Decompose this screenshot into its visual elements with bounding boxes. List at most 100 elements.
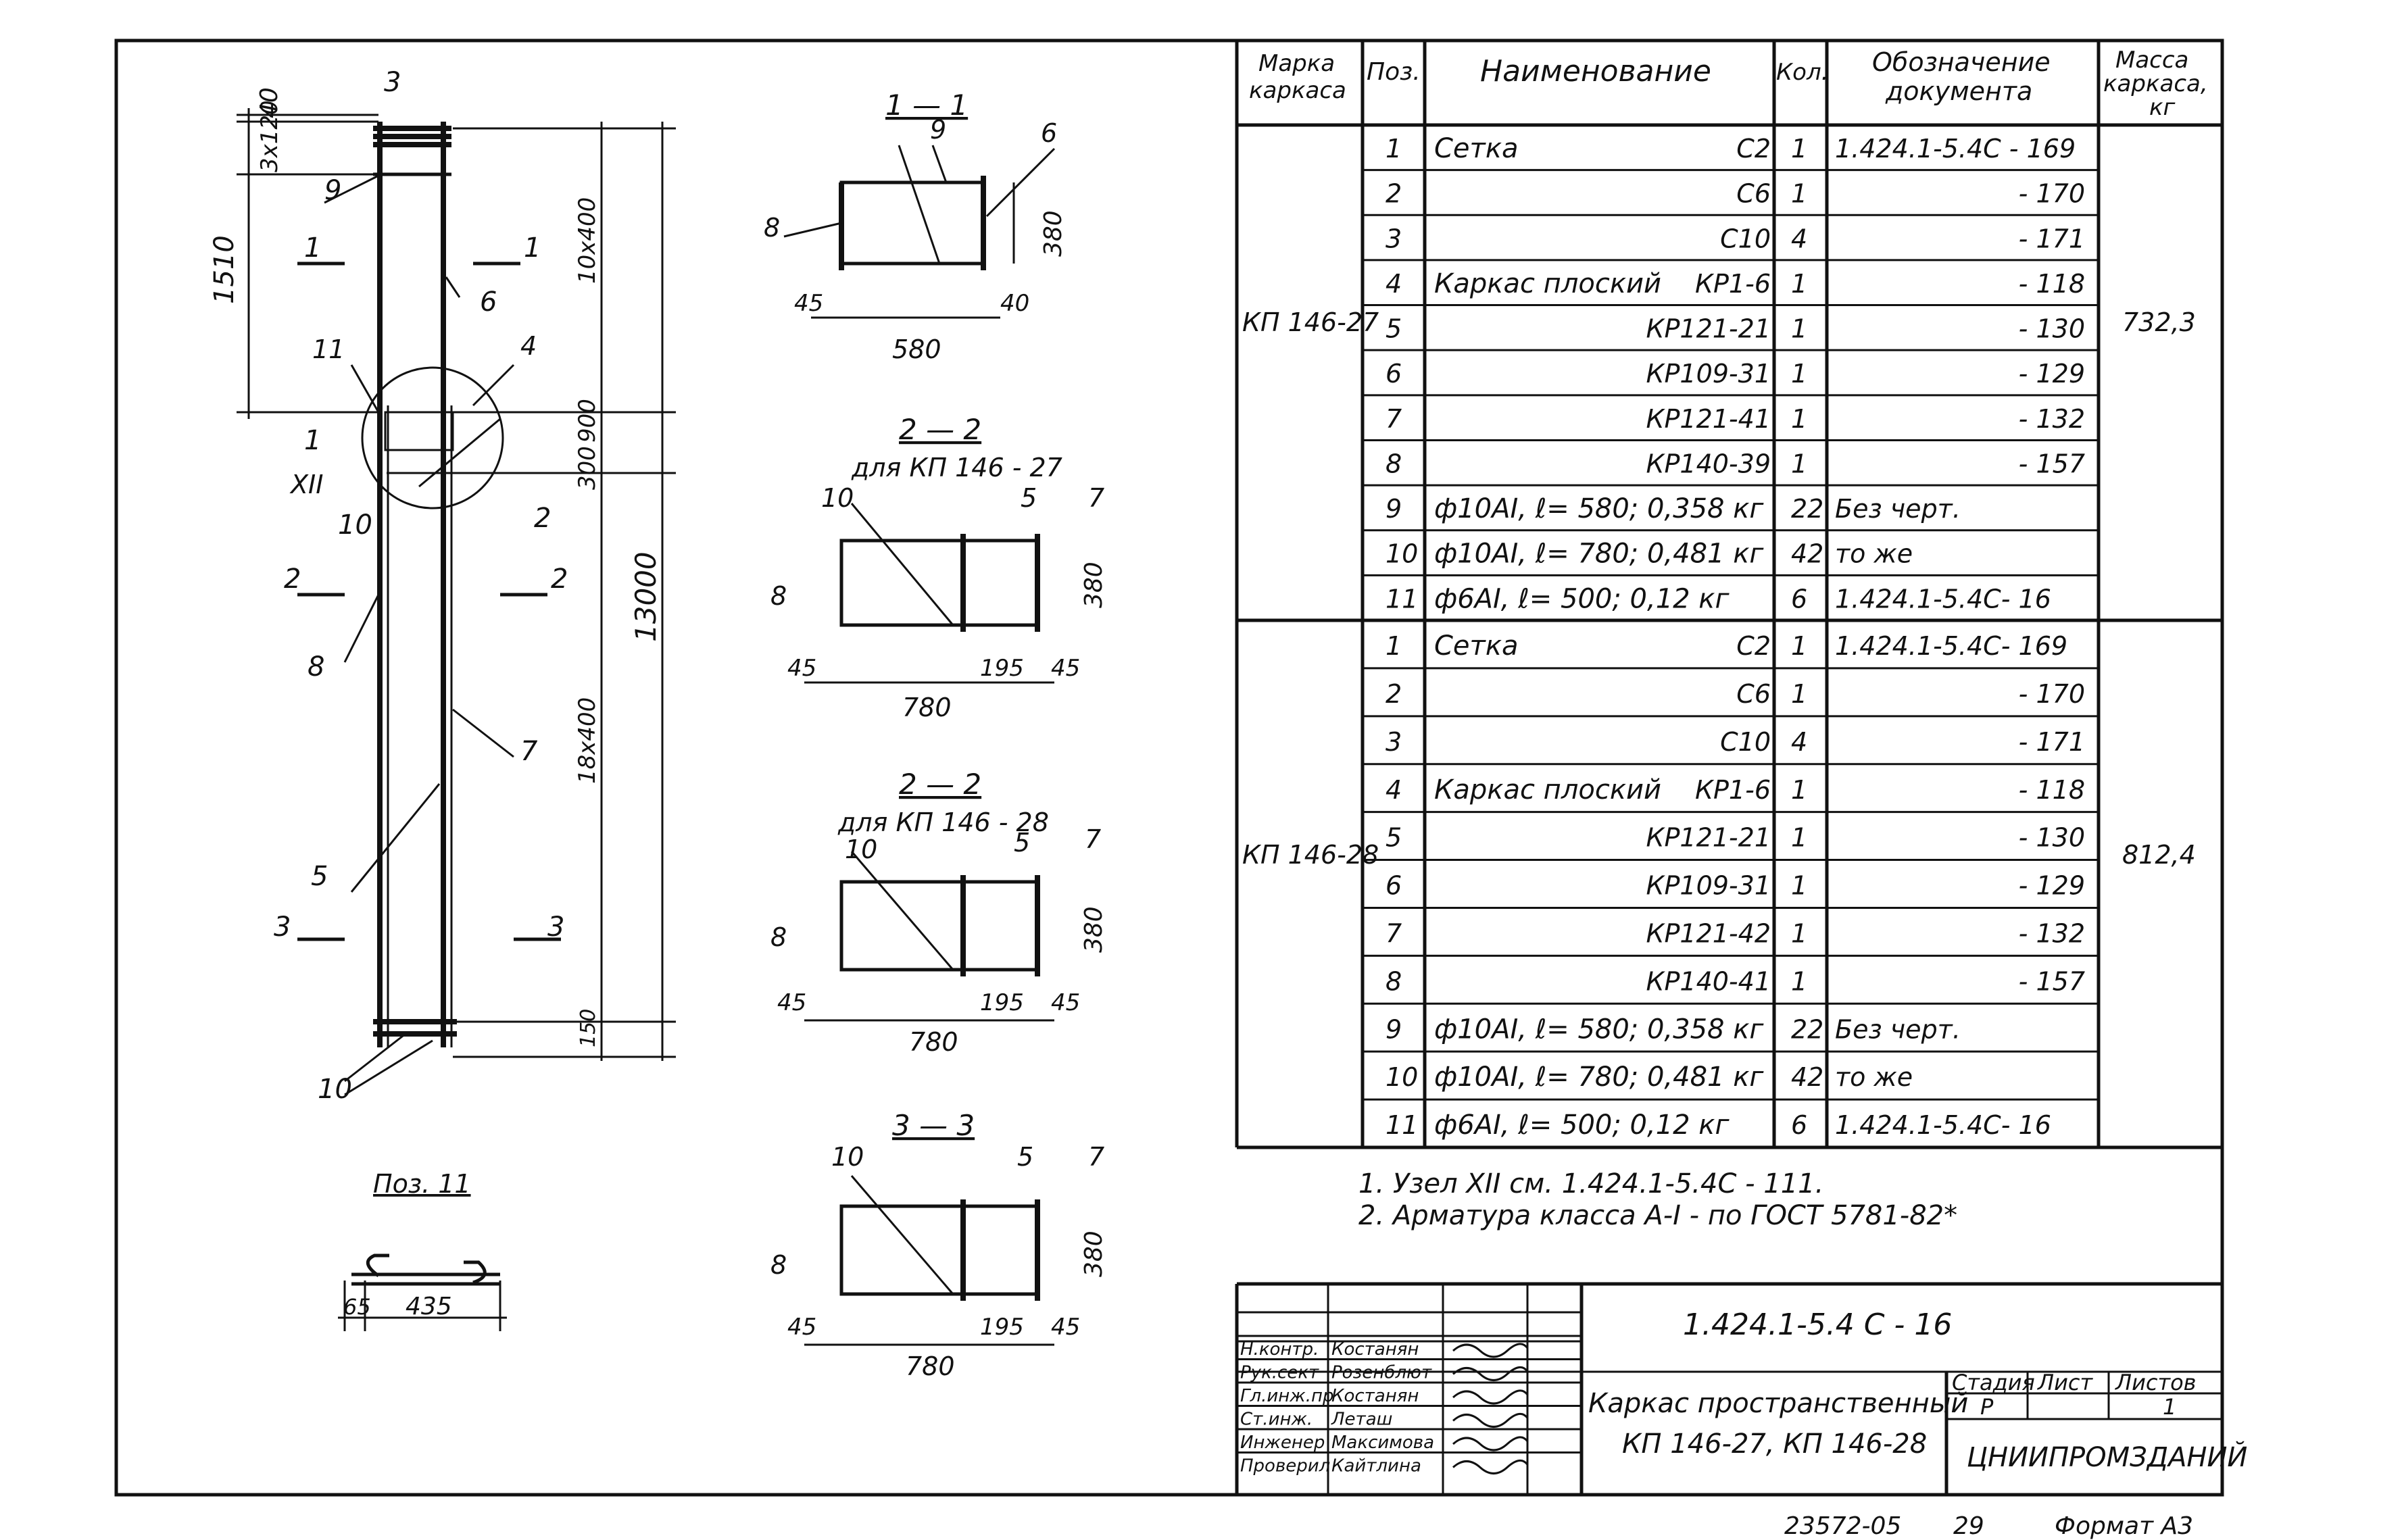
pos-label-9: 9 [324, 175, 341, 206]
header-pos: Поз. [1367, 58, 1421, 86]
sec1-dim-45: 45 [794, 290, 823, 317]
signature-icon [1452, 1366, 1529, 1381]
spec-cell-doc: - 157 [2019, 966, 2085, 996]
spec-cell-doc: - 118 [2019, 775, 2085, 805]
spec-cell-code: КР121-41 [1646, 404, 1771, 434]
spec-cell-qty: 4 [1791, 727, 1807, 757]
spec-cell-pos: 1 [1386, 134, 1402, 164]
spec-cell-qty: 42 [1791, 1062, 1823, 1092]
spec-cell-qty: 4 [1791, 224, 1807, 253]
spec-cell-pos: 8 [1386, 966, 1402, 996]
spec-cell-qty: 1 [1791, 359, 1807, 389]
spec-cell-name: Сетка [1434, 133, 1519, 164]
pos11-detail: Поз. 11 65 435 [338, 1169, 507, 1331]
header-doc-1: Обозначение [1872, 47, 2051, 77]
section-title: 1 — 1 [885, 89, 968, 122]
spec-cell-pos: 7 [1386, 919, 1402, 949]
spec-cell-doc: - 132 [2019, 919, 2085, 949]
spec-cell-code: КР121-21 [1646, 314, 1771, 344]
pos-label-8: 8 [308, 651, 324, 682]
header-name: Наименование [1480, 54, 1711, 89]
section-mark-3-left: 3 [274, 912, 291, 943]
role-person: Костанян [1331, 1386, 1419, 1406]
spec-cell-name: ф10AI, ℓ= 780; 0,481 кг [1434, 539, 1764, 570]
spec-cell-doc: - 129 [2019, 359, 2085, 389]
spec-cell-qty: 6 [1791, 584, 1807, 614]
spec-cell-pos: 10 [1386, 539, 1418, 569]
sec2a-dim-45r: 45 [1051, 655, 1080, 682]
footer-format: Формат А3 [2055, 1512, 2193, 1540]
spec-cell-code: КР121-42 [1646, 919, 1771, 949]
spec-cell-qty: 1 [1791, 314, 1807, 344]
node-xii-label: XII [289, 470, 323, 499]
elevation-labels: 40 3х120 1510 10х400 900 300 13000 18х40… [209, 67, 662, 1105]
sec2a-dim-195: 195 [980, 655, 1024, 682]
pos11-title: Поз. 11 [373, 1169, 471, 1199]
section-2-2-kp28: 2 — 2 для КП 146 - 28 10 5 7 8 380 45 19… [770, 768, 1108, 1057]
signature-icon [1452, 1460, 1529, 1474]
pos-label-5: 5 [311, 861, 328, 892]
section-subtitle: для КП 146 - 27 [851, 453, 1062, 482]
sec2a-pos-10: 10 [821, 483, 854, 513]
spec-cell-qty: 1 [1791, 269, 1807, 299]
title-line-1: Каркас пространственный [1588, 1388, 1968, 1419]
sec2a-dim-380: 380 [1080, 562, 1108, 608]
sec1-dim-40: 40 [1000, 290, 1029, 317]
spec-cell-pos: 3 [1386, 224, 1402, 253]
signature-icon [1452, 1343, 1529, 1358]
title-line-2: КП 146-27, КП 146-28 [1622, 1429, 1927, 1460]
sec3-pos-5: 5 [1017, 1142, 1033, 1172]
spec-cell-name: Сетка [1434, 630, 1519, 662]
spec-cell-qty: 1 [1791, 823, 1807, 853]
dim-10x400: 10х400 [574, 197, 601, 284]
sec2b-pos-5: 5 [1014, 828, 1030, 858]
spec-cell-pos: 1 [1386, 631, 1402, 661]
pos-label-11: 11 [312, 334, 345, 364]
section-2-2-kp27: 2 — 2 для КП 146 - 27 10 5 7 8 380 45 19… [770, 413, 1108, 722]
sec1-pos-8: 8 [764, 213, 780, 243]
spec-cell-pos: 8 [1386, 449, 1402, 478]
sheets-label: Листов [2115, 1370, 2197, 1395]
dim-18x400: 18х400 [574, 697, 601, 784]
sec3-pos-10: 10 [831, 1142, 864, 1172]
spec-cell-doc: 1.424.1-5.4С- 16 [1835, 584, 2051, 614]
spec-cell-name: ф6AI, ℓ= 500; 0,12 кг [1434, 1110, 1730, 1141]
spec-cell-doc: - 130 [2019, 314, 2085, 344]
dim-3x120: 3х120 [256, 100, 283, 172]
role-title: Инженер [1240, 1433, 1325, 1453]
sheet-label: Лист [2037, 1370, 2093, 1395]
footer-page: 29 [1953, 1512, 1984, 1540]
spec-cell-doc: - 170 [2019, 679, 2085, 709]
spec-cell-pos: 5 [1386, 823, 1402, 853]
role-person: Леташ [1331, 1410, 1392, 1430]
spec-cell-code: С6 [1736, 179, 1771, 209]
spec-cell-name: Каркас плоский [1434, 268, 1661, 299]
sec1-dim-580: 580 [892, 334, 941, 364]
header-mass-3: кг [2149, 94, 2176, 121]
footer-number: 23572-05 [1784, 1512, 1901, 1540]
role-person: Костанян [1331, 1339, 1419, 1360]
pos-label-3-top: 3 [384, 67, 401, 98]
spec-cell-qty: 1 [1791, 179, 1807, 209]
spec-cell-code: С10 [1720, 727, 1771, 757]
spec-cell-code: КР1-6 [1695, 775, 1771, 805]
dim-1510: 1510 [209, 235, 240, 304]
spec-cell-pos: 2 [1386, 179, 1402, 209]
spec-cell-qty: 1 [1791, 404, 1807, 434]
spec-row-lines [1363, 169, 2099, 1101]
pos-label-1: 1 [304, 425, 321, 456]
spec-cell-pos: 4 [1386, 269, 1402, 299]
spec-cell-qty: 1 [1791, 449, 1807, 478]
spec-cell-pos: 3 [1386, 727, 1402, 757]
spec-cell-doc: - 130 [2019, 823, 2085, 853]
group-mass-kp146-28: 812,4 [2122, 840, 2196, 870]
spec-cell-doc: - 157 [2019, 449, 2085, 478]
role-title: Рук.сект [1240, 1363, 1319, 1383]
stage-value: Р [1980, 1394, 1994, 1420]
section-3-3: 3 — 3 10 5 7 8 380 45 195 45 780 [770, 1109, 1108, 1381]
spec-cell-qty: 1 [1791, 679, 1807, 709]
sec3-pos-8: 8 [770, 1250, 787, 1280]
